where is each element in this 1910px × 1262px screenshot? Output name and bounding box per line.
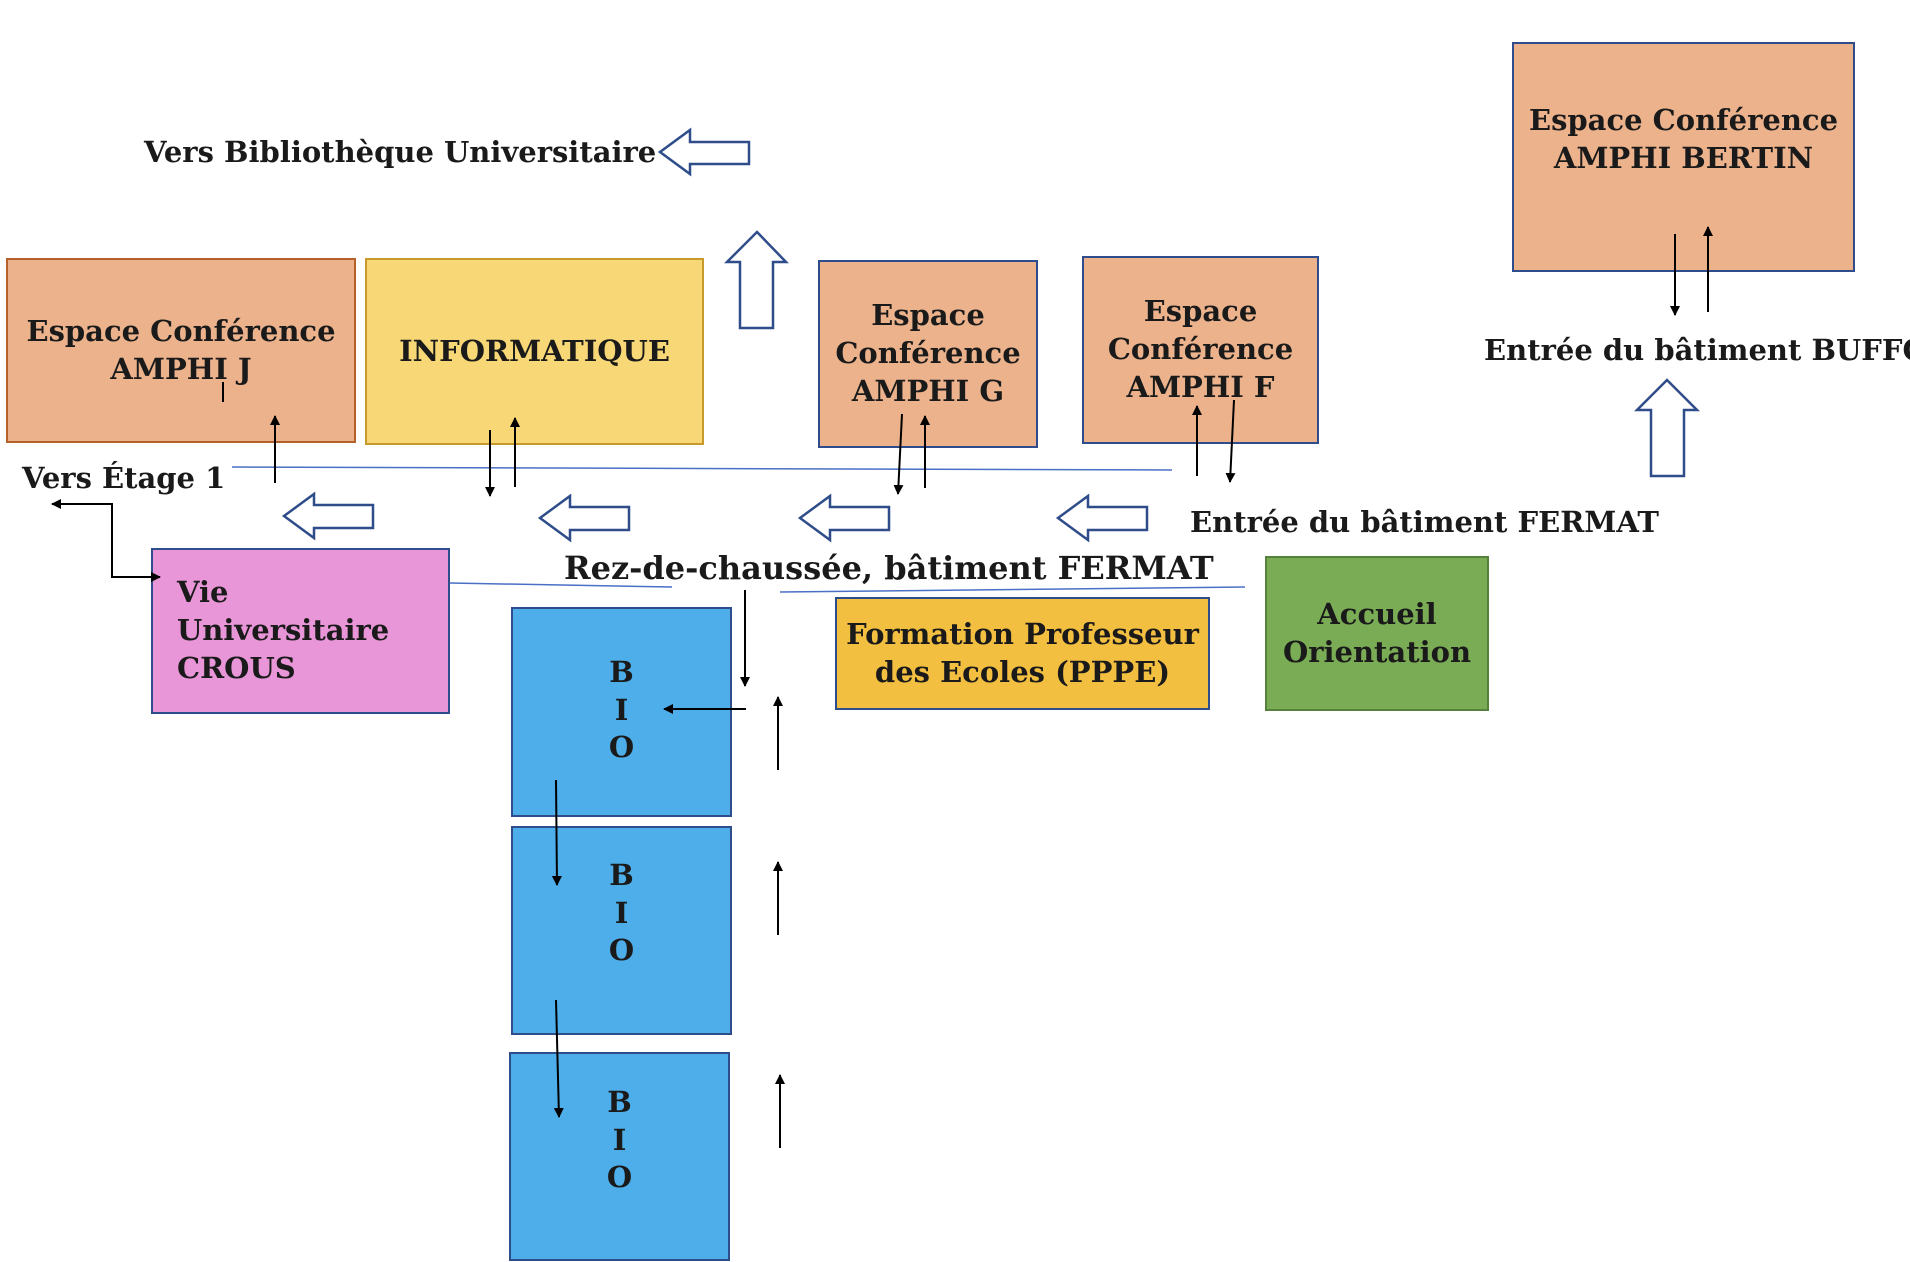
crous-label: Vie Universitaire CROUS	[177, 575, 390, 685]
bio-box-1: B I O	[511, 607, 732, 817]
corridor-line-lower-left	[449, 582, 673, 588]
bio-label-3: B I O	[606, 1085, 633, 1195]
arrow-amphi-g-down-icon	[893, 413, 904, 495]
arrow-bio-down-1-icon	[551, 779, 562, 886]
arrow-floor1-connector-icon	[51, 499, 156, 578]
amphi-g-label: Espace Conférence AMPHI G	[835, 298, 1021, 408]
ground-floor-title: Rez-de-chaussée, bâtiment FERMAT	[564, 549, 1214, 587]
hollow-arrow-up-buffon-icon	[1633, 378, 1701, 478]
fermat-entrance-label: Entrée du bâtiment FERMAT	[1190, 505, 1659, 539]
amphi-j-label: Espace Conférence AMPHI J	[26, 313, 336, 386]
pppe-label: Formation Professeur des Ecoles (PPPE)	[846, 616, 1199, 689]
informatique-box: INFORMATIQUE	[365, 258, 704, 445]
bio-label-2: B I O	[608, 858, 635, 968]
bio-label-1: B I O	[608, 655, 635, 765]
hollow-arrow-up-1-icon	[723, 230, 789, 330]
amphi-bertin-box: Espace Conférence AMPHI BERTIN	[1512, 42, 1855, 272]
pppe-box: Formation Professeur des Ecoles (PPPE)	[835, 597, 1210, 710]
amphi-bertin-label: Espace Conférence AMPHI BERTIN	[1528, 103, 1839, 175]
arrow-bio-down-2-icon	[553, 999, 564, 1118]
arrow-amphi-f-down-icon	[1225, 399, 1236, 483]
library-direction-label: Vers Bibliothèque Universitaire	[144, 135, 657, 169]
hollow-arrow-left-2-icon	[537, 493, 631, 543]
corridor-line-upper	[231, 466, 1173, 471]
amphi-j-box: Espace Conférence AMPHI J	[6, 258, 356, 443]
hollow-arrow-left-3-icon	[797, 493, 891, 543]
bio-box-3: B I O	[509, 1052, 730, 1261]
crous-box: Vie Universitaire CROUS	[151, 548, 450, 714]
bio-box-2: B I O	[511, 826, 732, 1035]
accueil-box: Accueil Orientation	[1265, 556, 1489, 711]
buffon-entrance-label: Entrée du bâtiment BUFFON	[1484, 333, 1910, 367]
accueil-label: Accueil Orientation	[1282, 596, 1472, 669]
informatique-label: INFORMATIQUE	[399, 333, 670, 368]
amphi-f-box: Espace Conférence AMPHI F	[1082, 256, 1319, 444]
amphi-f-label: Espace Conférence AMPHI F	[1107, 294, 1294, 404]
floor1-direction-label: Vers Étage 1	[22, 461, 226, 495]
hollow-arrow-library-icon	[657, 127, 751, 177]
hollow-arrow-left-1-icon	[281, 491, 375, 541]
hollow-arrow-left-4-icon	[1055, 493, 1149, 543]
corridor-line-lower-right	[779, 586, 1246, 593]
